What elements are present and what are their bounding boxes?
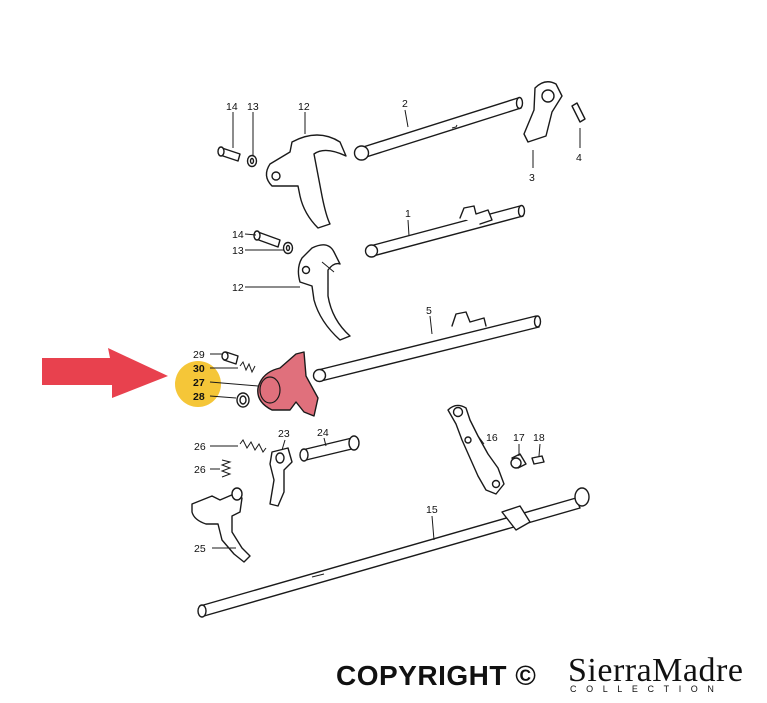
callout-5: 5 bbox=[426, 305, 432, 317]
part-13-washer-top bbox=[246, 154, 258, 168]
callout-28: 28 bbox=[193, 391, 205, 403]
part-1-rod bbox=[364, 204, 526, 258]
part-30-spring bbox=[239, 360, 256, 374]
part-5-rod bbox=[312, 311, 542, 383]
part-29-detent bbox=[221, 351, 239, 365]
callout-24: 24 bbox=[317, 427, 329, 439]
callout-14-top: 14 bbox=[226, 101, 238, 113]
callout-2: 2 bbox=[402, 98, 408, 110]
part-12-fork-top bbox=[265, 134, 347, 229]
callout-15: 15 bbox=[426, 504, 438, 516]
callout-17: 17 bbox=[513, 432, 525, 444]
part-15-rod bbox=[197, 487, 590, 618]
callout-4: 4 bbox=[576, 152, 582, 164]
callout-16: 16 bbox=[486, 432, 498, 444]
part-14-bolt-top bbox=[217, 146, 241, 162]
callout-25: 25 bbox=[194, 543, 206, 555]
part-18-clip bbox=[531, 455, 545, 465]
part-13-washer-mid bbox=[282, 241, 294, 255]
part-24-shaft bbox=[299, 435, 360, 462]
part-4-pin bbox=[571, 102, 586, 123]
callout-23: 23 bbox=[278, 428, 290, 440]
callout-1: 1 bbox=[405, 208, 411, 220]
callout-3: 3 bbox=[529, 172, 535, 184]
callout-26-a: 26 bbox=[194, 441, 206, 453]
part-17-pin bbox=[510, 453, 527, 469]
part-26-spring-a bbox=[239, 439, 267, 453]
callout-12-mid: 12 bbox=[232, 282, 244, 294]
callout-13-top: 13 bbox=[247, 101, 259, 113]
part-16-linkage bbox=[447, 404, 505, 495]
part-28-ring bbox=[236, 392, 250, 408]
highlight-circle bbox=[175, 361, 221, 407]
callout-14-mid: 14 bbox=[232, 229, 244, 241]
part-2-rod bbox=[353, 96, 524, 161]
brand-subtitle: COLLECTION bbox=[570, 684, 724, 694]
part-23-lever bbox=[269, 447, 293, 507]
callout-27: 27 bbox=[193, 377, 205, 389]
callout-18: 18 bbox=[533, 432, 545, 444]
callout-29: 29 bbox=[193, 349, 205, 361]
brand-logo: SierraMadre bbox=[568, 652, 744, 689]
callout-26-b: 26 bbox=[194, 464, 206, 476]
part-25-bracket bbox=[191, 487, 251, 563]
callout-12-top: 12 bbox=[298, 101, 310, 113]
highlighted-part bbox=[257, 351, 319, 417]
part-26-spring-b bbox=[220, 459, 232, 478]
callout-13-mid: 13 bbox=[232, 245, 244, 257]
part-3-lever bbox=[523, 81, 563, 143]
pointer-arrow bbox=[42, 348, 168, 398]
part-14-bolt-mid bbox=[253, 230, 281, 248]
part-12-fork-mid bbox=[297, 244, 351, 341]
callout-30: 30 bbox=[193, 363, 205, 375]
copyright-notice: COPYRIGHT © bbox=[336, 660, 537, 691]
